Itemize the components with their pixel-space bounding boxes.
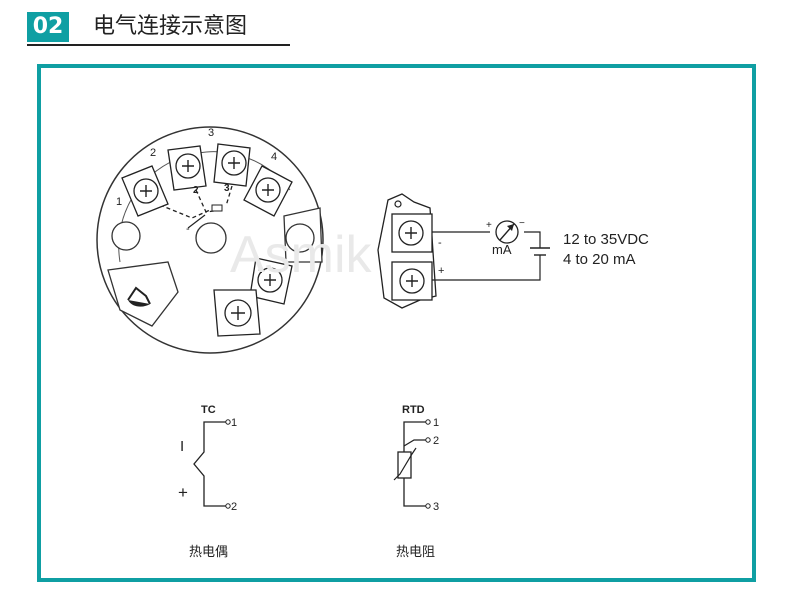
head-inner-label-2: 2 (193, 185, 199, 196)
rtd-pin-1: 1 (433, 417, 439, 429)
head-inner-label-3: 3 (224, 183, 230, 194)
supply-voltage-label: 12 to 35VDC (563, 231, 649, 248)
section-number-badge: 02 (27, 12, 69, 42)
head-polarity-plus: + (258, 263, 265, 277)
head-terminal-3 (213, 143, 251, 187)
tc-minus-label: I (180, 438, 184, 455)
tc-pin-1: 1 (231, 417, 237, 429)
tc-label: TC (201, 404, 216, 416)
tc-pin-2: 2 (231, 501, 237, 513)
meter-minus-label: − (519, 218, 525, 229)
head-label-2: 2 (150, 147, 156, 159)
output-minus-label: - (438, 237, 442, 249)
head-label-3: 3 (208, 127, 214, 139)
head-terminal-4 (243, 165, 293, 217)
head-terminal-2 (167, 145, 207, 191)
head-terminal-1 (121, 165, 169, 217)
signal-range-label: 4 to 20 mA (563, 251, 636, 268)
rtd-symbol (393, 419, 431, 509)
rtd-caption: 热电阻 (396, 545, 435, 560)
head-terminal-output-plus (249, 257, 293, 305)
tc-caption: 热电偶 (189, 545, 228, 560)
meter-plus-label: + (486, 220, 492, 231)
head-label-4: 4 (271, 151, 277, 163)
ammeter-icon (495, 220, 519, 244)
output-loop-wiring (432, 231, 550, 281)
section-header: 02 电气连接示意图 (27, 10, 290, 46)
head-label-1: 1 (116, 196, 122, 208)
head-terminal-output-minus (213, 289, 261, 337)
header-underline (27, 44, 290, 46)
meter-unit-label: mA (492, 242, 512, 257)
rtd-pin-3: 3 (433, 501, 439, 513)
thermocouple-symbol (193, 419, 231, 509)
rtd-pin-2: 2 (433, 435, 439, 447)
output-terminal-block (377, 193, 437, 309)
watermark: Asmik (230, 226, 373, 284)
output-plus-label: + (438, 265, 444, 277)
head-polarity-minus: - (186, 223, 190, 235)
rtd-label: RTD (402, 404, 425, 416)
tc-plus-label: + (178, 483, 188, 502)
section-title: 电气连接示意图 (93, 14, 248, 39)
